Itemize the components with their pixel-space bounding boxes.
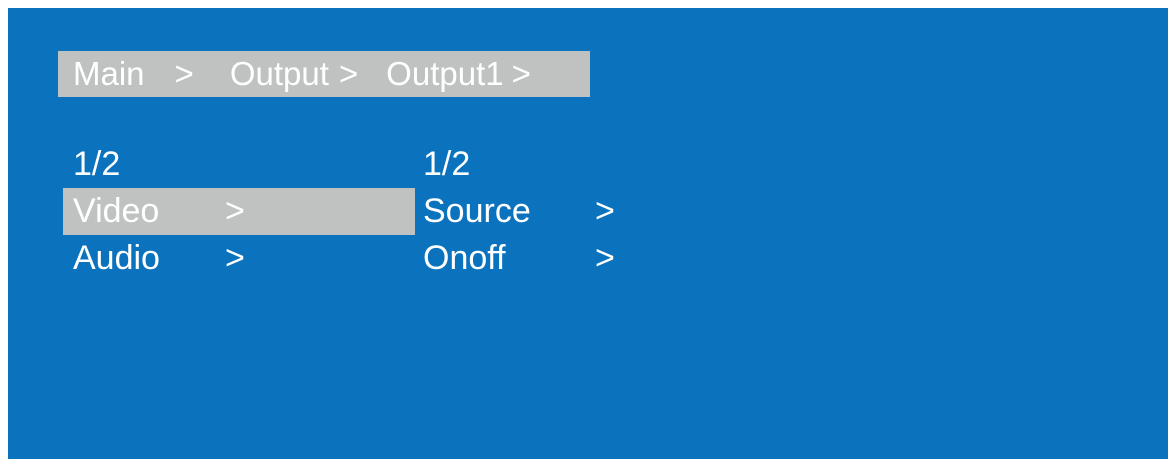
- chevron-right-icon: >: [225, 192, 245, 230]
- menu-item-label: Video: [73, 192, 160, 230]
- breadcrumb-separator-icon: >: [338, 55, 359, 92]
- chevron-right-icon: >: [225, 239, 245, 277]
- breadcrumb-separator-icon: >: [174, 55, 194, 92]
- menu-item-label: Source: [423, 192, 531, 230]
- right-menu-column: 1/2 Source > Onoff >: [415, 141, 645, 282]
- menu-item-source[interactable]: Source >: [415, 188, 645, 235]
- menu-item-label: Audio: [73, 239, 160, 277]
- menu-item-audio[interactable]: Audio >: [63, 235, 415, 282]
- breadcrumb-segment-output1: Output1: [386, 55, 504, 92]
- menu-item-label: Onoff: [423, 239, 506, 277]
- menu-item-onoff[interactable]: Onoff >: [415, 235, 645, 282]
- breadcrumb-separator-icon: >: [511, 55, 531, 92]
- menu-item-video[interactable]: Video >: [63, 188, 415, 235]
- chevron-right-icon: >: [595, 239, 615, 277]
- breadcrumb-segment-output: Output: [229, 55, 329, 92]
- breadcrumb: Main > Output > Output1 >: [58, 51, 590, 97]
- osd-panel: Main > Output > Output1 > 1/2 Video > Au…: [8, 8, 1168, 459]
- chevron-right-icon: >: [595, 192, 615, 230]
- breadcrumb-segment-main: Main: [73, 55, 145, 92]
- right-page-indicator: 1/2: [423, 145, 471, 183]
- left-menu-column: 1/2 Video > Audio >: [63, 141, 415, 282]
- left-page-indicator: 1/2: [73, 145, 121, 183]
